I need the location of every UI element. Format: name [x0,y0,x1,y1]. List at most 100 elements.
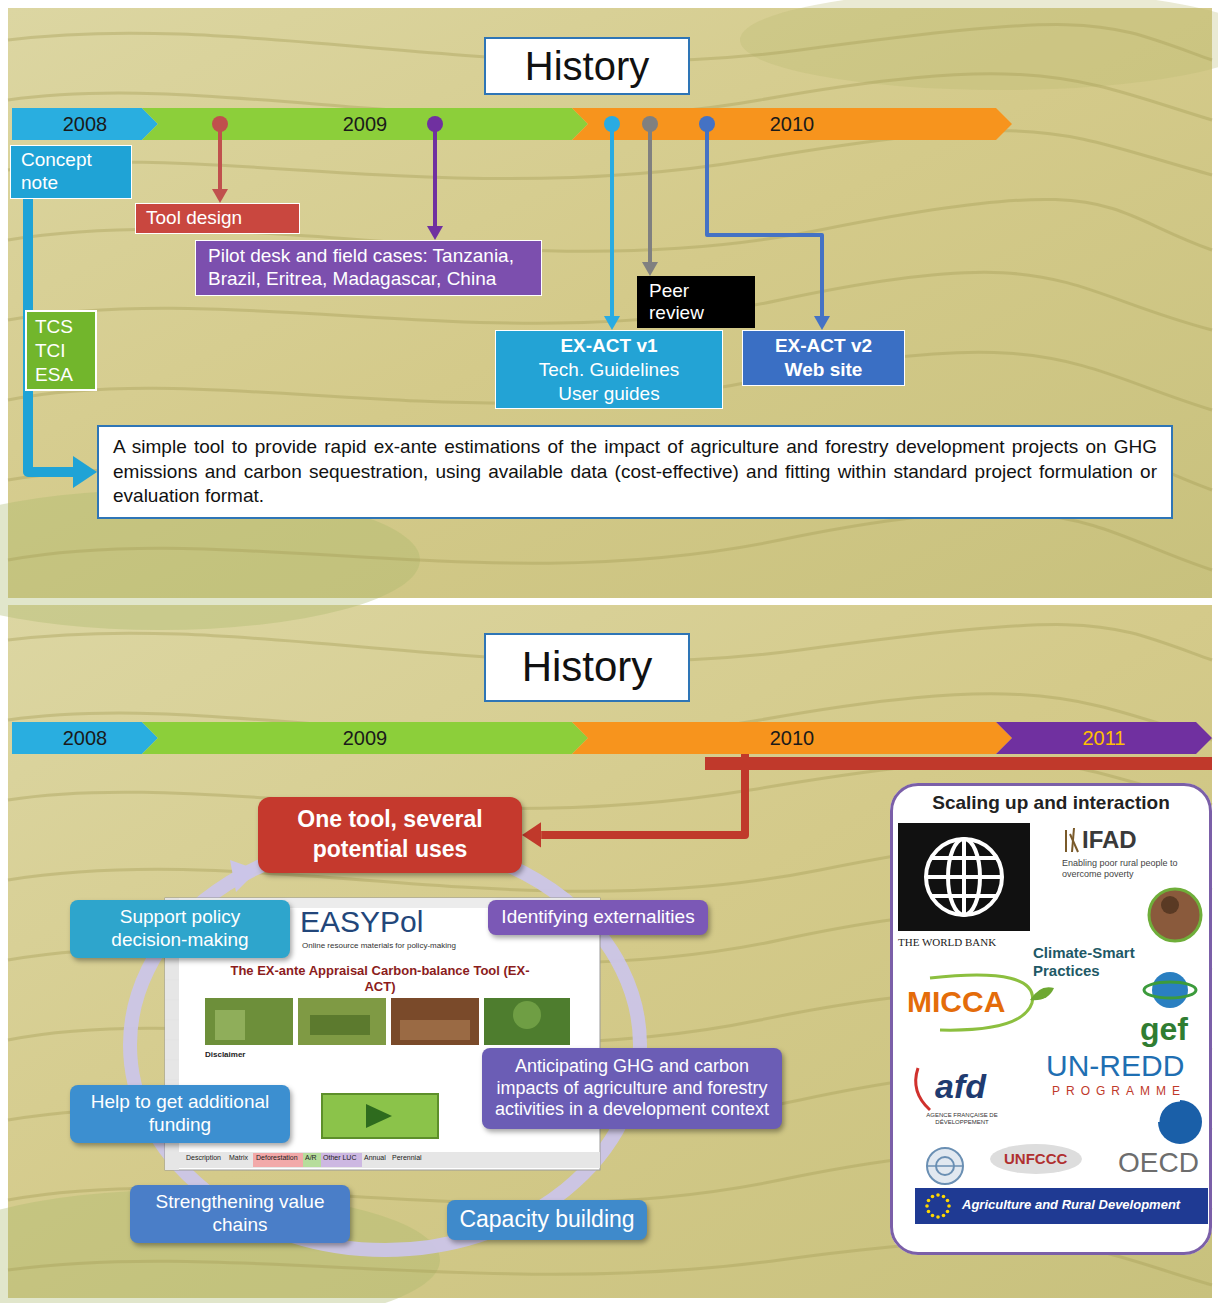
timeline-arrow [648,140,652,262]
use-box: Anticipating GHG and carbon impacts of a… [482,1048,782,1129]
use-box: Help to get additional funding [70,1085,290,1143]
logo-text: gef [1140,1010,1188,1048]
logo-text: MICCA [907,984,1005,1020]
logo-text: AGENCE FRANÇAISE DE DÉVELOPPEMENT [922,1112,1002,1126]
label-spot: Online resource materials for policy-mak… [302,941,456,951]
timeline-arrow [433,140,437,226]
label-spot: Agriculture and Rural Development [962,1197,1180,1213]
use-box: Strengthening value chains [130,1185,350,1243]
node-text: Support policy decision-making [80,906,280,952]
logo-text: afd [935,1066,986,1107]
chevron-fill [142,108,588,140]
node-text: 2009 [343,112,388,136]
node-text: Tool design [146,207,289,230]
sheet-tab: Annual [364,1154,386,1162]
node-text: TCS TCI ESA [35,315,87,386]
timeline-arrow [541,754,745,835]
timeline-arrow [610,140,614,316]
chevron-fill [996,722,1212,754]
use-box: Identifying externalities [488,900,708,935]
year-chevron: 2009 [142,108,588,140]
node-text: Identifying externalities [498,906,698,929]
label-spot: OECD [1118,1146,1199,1180]
logo-text: UN-REDD [1046,1048,1184,1084]
label-spot: Deforestation [256,1154,298,1162]
node-text: History [496,640,678,695]
label-spot: Perennial [392,1154,422,1162]
node-text: A simple tool to provide rapid ex-ante e… [113,435,1157,509]
logo-text: IFAD [1082,826,1137,855]
label-spot: gef [1140,1010,1188,1048]
node-text: Strengthening value chains [140,1191,340,1237]
uses-hub: One tool, several potential uses [258,797,522,873]
timeline-arrow [218,140,222,189]
screenshot-text: Online resource materials for policy-mak… [302,941,456,951]
logo-text: UNFCCC [1004,1150,1067,1168]
label-spot: UN-REDD [1046,1048,1184,1084]
node-text: 2010 [770,726,815,750]
chevron-fill [572,108,1012,140]
label-spot: Matrix [229,1154,248,1162]
milestone-box: Concept note [10,145,132,199]
node-text: EX-ACT v2 Web site [753,334,894,382]
label-spot: Climate-Smart Practices [1033,944,1173,980]
unit-box: TCS TCI ESA [25,310,97,391]
node-text: Tech. Guidelines User guides [525,358,693,406]
use-box: Support policy decision-making [70,900,290,958]
sheet-tab: Deforestation [256,1154,298,1162]
logo-text: Climate-Smart Practices [1033,944,1173,980]
label-spot: THE WORLD BANK [898,936,996,949]
chevron-fill [142,722,588,754]
node-text: One tool, several potential uses [268,805,512,865]
chevron-fill [12,722,158,754]
partner-panel: Scaling up and interaction [890,783,1212,1255]
label-spot: MICCA [907,984,1005,1020]
milestone-box: Pilot desk and field cases: Tanzania, Br… [195,240,542,296]
label-spot: Other LUC [323,1154,356,1162]
title-box: History [484,633,690,702]
year-chevron: 2008 [12,722,158,754]
chevron-fill [12,108,158,140]
screenshot-text: EASYPol [300,904,423,940]
node-text: 2010 [770,112,815,136]
node-text: Capacity building [457,1206,637,1234]
label-spot: Enabling poor rural people to overcome p… [1062,858,1212,880]
logo-text: THE WORLD BANK [898,936,996,949]
year-chevron: 2011 [996,722,1212,754]
node-text: Help to get additional funding [80,1091,280,1137]
logo-text: PROGRAMME [1052,1084,1186,1098]
screenshot-text: Disclaimer [205,1050,245,1060]
year-chevron: 2008 [12,108,158,140]
label-spot: Annual [364,1154,386,1162]
screenshot-text: The EX-ante Appraisal Carbon-balance Too… [230,963,530,994]
sheet-tab: Perennial [392,1154,422,1162]
sheet-tab: Other LUC [323,1154,356,1162]
chevron-fill [572,722,1012,754]
title-box: History [484,37,690,95]
node-text: 2011 [1082,726,1125,750]
logo-text: OECD [1118,1146,1199,1180]
node-text: 2008 [63,726,108,750]
node-text: Pilot desk and field cases: Tanzania, Br… [208,245,529,291]
label-spot: afd [935,1066,986,1107]
node-text: Concept note [21,149,121,195]
use-box: Capacity building [447,1200,647,1240]
node-text: History [496,40,678,92]
node-text: Scaling up and interaction [901,792,1201,815]
label-spot: A/R [305,1154,317,1162]
node-text: 2008 [63,112,108,136]
milestone-box: Peer review [637,276,755,328]
node-text: EX-ACT v1 [525,334,693,358]
milestone-box: Tool design [135,203,300,234]
description-box: A simple tool to provide rapid ex-ante e… [97,425,1173,519]
label-spot: Description [186,1154,221,1162]
year-chevron: 2010 [572,722,1012,754]
node-text: Anticipating GHG and carbon impacts of a… [494,1056,770,1121]
year-chevron: 2010 [572,108,1012,140]
label-spot: Disclaimer [205,1050,245,1060]
logo-text: Agriculture and Rural Development [962,1197,1180,1213]
label-spot: The EX-ante Appraisal Carbon-balance Too… [230,963,530,994]
milestone-box: EX-ACT v2 Web site [742,330,905,386]
